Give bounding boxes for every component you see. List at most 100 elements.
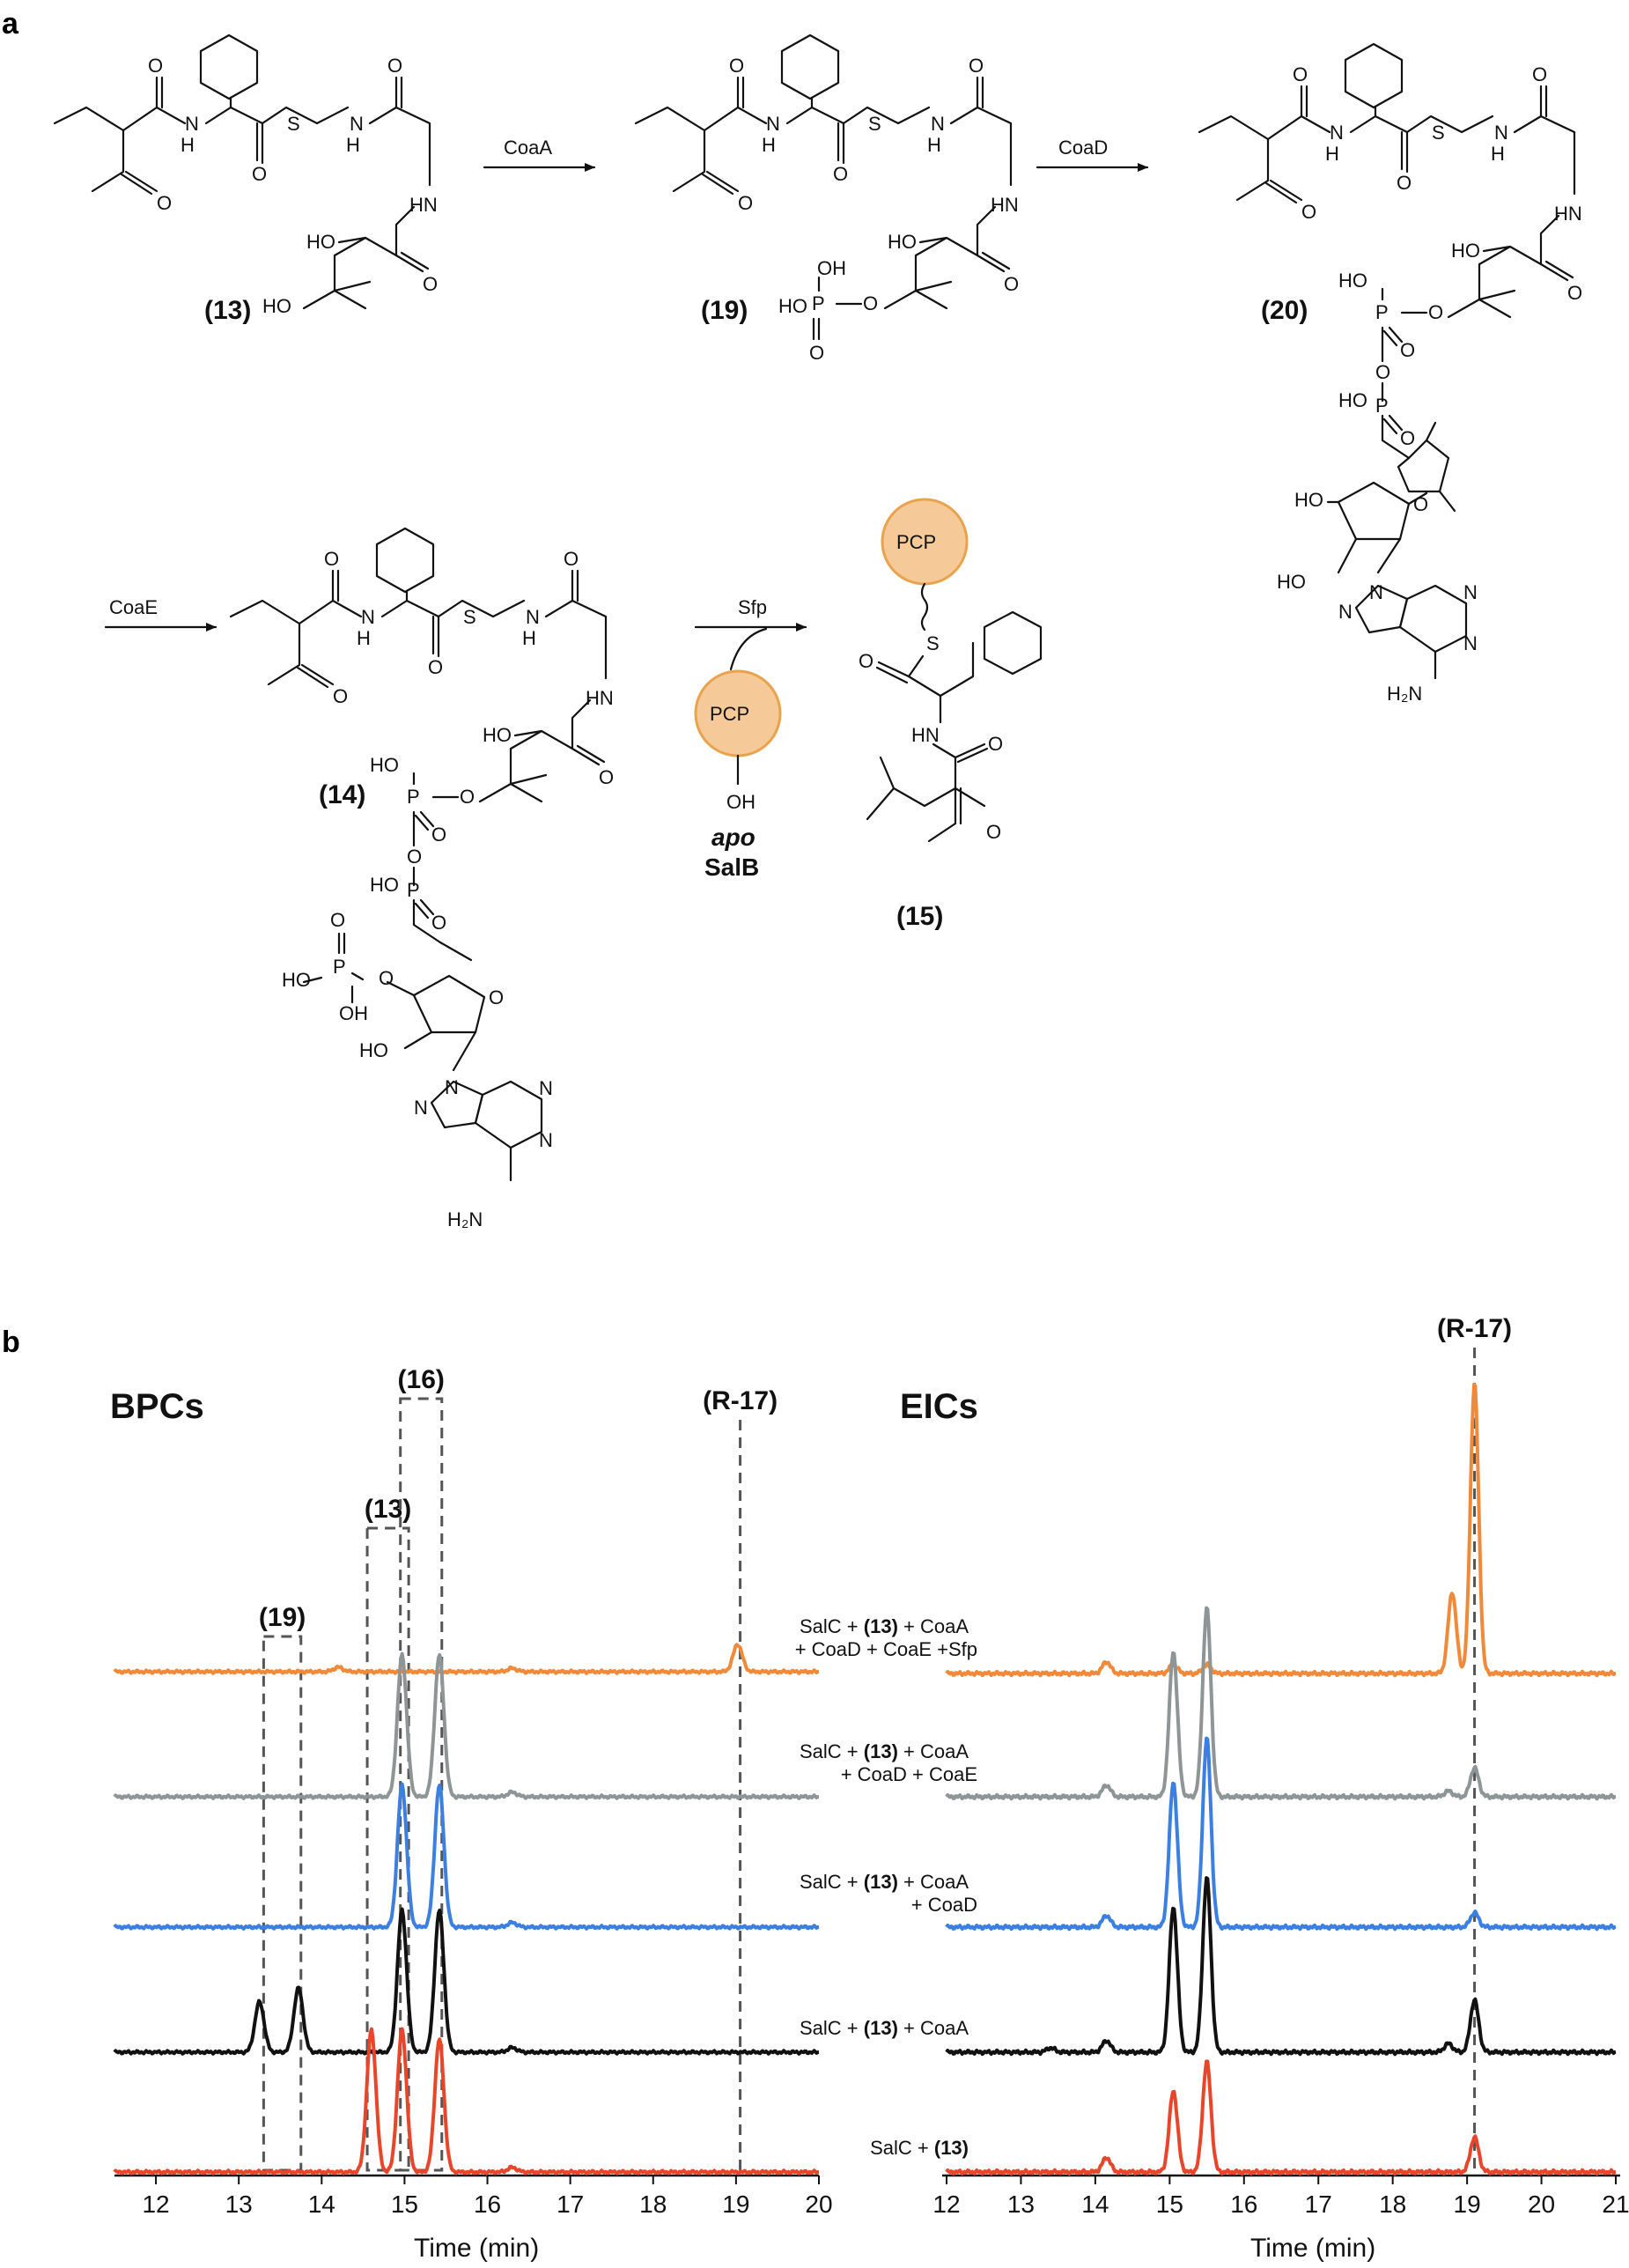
atom-h: H	[522, 627, 536, 649]
pcp-label: PCP	[710, 703, 749, 725]
atom-n: N	[414, 1097, 428, 1119]
atom-n: N	[766, 113, 780, 135]
atom-s: S	[287, 113, 300, 135]
x-tick-label: 13	[1007, 2190, 1035, 2218]
enzyme-coad: CoaD	[1058, 137, 1108, 159]
x-tick-label: 15	[391, 2190, 418, 2218]
atom-n: N	[445, 1076, 459, 1098]
compound-20: (20)	[1261, 296, 1308, 325]
structure-13: O O N H O S N H O HN O HO HO	[53, 33, 438, 317]
eic-trace-4	[945, 1876, 1617, 2057]
atom-ho: HO	[370, 754, 399, 776]
x-tick-label: 20	[805, 2190, 832, 2218]
structure-14: O P HO O O P HO O O O N H O S N H O HN O…	[229, 527, 614, 944]
atom-hn: HN	[991, 194, 1019, 216]
trace-label: SalC + (13) + CoaA	[800, 1740, 969, 1762]
atom-o: O	[431, 824, 446, 846]
atom-n: N	[1338, 601, 1353, 623]
eic-x-label: Time (min)	[1250, 2234, 1375, 2263]
atom-s: S	[926, 632, 940, 654]
atom-o: O	[729, 55, 744, 77]
structure-20: O P HO O O P HO O O O N H O S N H O HN O…	[1198, 42, 1582, 513]
enzyme-coaa: CoaA	[504, 137, 552, 159]
atom-o: O	[1428, 301, 1443, 323]
x-tick-label: 15	[1156, 2190, 1183, 2218]
atom-n: N	[361, 606, 375, 628]
atom-p: P	[812, 292, 825, 314]
curved-arrow	[729, 627, 768, 671]
atom-n: N	[539, 1129, 553, 1151]
atom-o: O	[333, 685, 348, 707]
atom-p: P	[333, 956, 346, 978]
compound-13: (13)	[204, 296, 251, 325]
trace-label-line2: + CoaD	[911, 1894, 977, 1916]
atom-p: P	[1375, 395, 1389, 417]
pcp-label: PCP	[896, 531, 936, 553]
bpc-traces	[113, 1643, 820, 2176]
atom-o: O	[738, 192, 753, 214]
atom-n: N	[931, 113, 945, 135]
atom-ho: HO	[1338, 389, 1367, 411]
atom-h: H	[1325, 143, 1339, 165]
atom-h: H	[346, 134, 360, 156]
atom-h: H	[181, 134, 195, 156]
atom-hn: HN	[1554, 203, 1582, 225]
atom-o: O	[157, 192, 172, 214]
atom-ho: HO	[1451, 240, 1480, 262]
atom-o: O	[564, 548, 579, 570]
peak-label: (16)	[398, 1365, 445, 1394]
bpc-trace-5	[113, 2027, 820, 2176]
atom-o: O	[986, 821, 1001, 843]
atom-n: N	[1463, 632, 1478, 654]
peak-label: (13)	[365, 1495, 411, 1524]
atom-n: N	[1463, 581, 1478, 603]
compound-15: (15)	[896, 902, 943, 931]
atom-o: O	[988, 733, 1003, 755]
peak-label: (R-17)	[1437, 1314, 1512, 1343]
atom-n: N	[350, 113, 364, 135]
trace-label: SalC + (13) + CoaA	[800, 2017, 969, 2039]
x-tick-label: 19	[722, 2190, 749, 2218]
trace-label: SalC + (13) + CoaA	[800, 1871, 969, 1893]
atom-o: O	[423, 273, 438, 295]
atom-o: O	[969, 55, 984, 77]
apo-label: apo	[711, 824, 756, 851]
bpc-trace-1	[113, 1643, 820, 1675]
adenosine-20: O HO HO N N N N H₂N	[1277, 481, 1478, 705]
x-tick-label: 17	[557, 2190, 584, 2218]
atom-o: O	[1413, 493, 1428, 515]
atom-s: S	[1432, 122, 1445, 144]
eic-trace-1	[945, 1382, 1617, 1678]
enzyme-sfp: Sfp	[738, 596, 767, 618]
atom-h2n: H₂N	[1387, 683, 1422, 705]
atom-n: N	[185, 113, 199, 135]
x-tick-label: 20	[1528, 2190, 1555, 2218]
x-tick-label: 19	[1454, 2190, 1481, 2218]
eic-traces	[945, 1382, 1617, 2176]
bpc-x-label: Time (min)	[414, 2234, 539, 2263]
atom-n: N	[539, 1077, 553, 1099]
atom-ho: HO	[359, 1039, 388, 1061]
atom-ho: HO	[1277, 571, 1306, 593]
atom-o: O	[379, 967, 394, 989]
x-tick-label: 17	[1305, 2190, 1332, 2218]
atom-o: O	[431, 912, 446, 934]
atom-o: O	[1004, 273, 1019, 295]
trace-label-line2: + CoaD + CoaE +Sfp	[795, 1638, 977, 1660]
atom-o: O	[324, 548, 339, 570]
x-tick-label: 14	[1081, 2190, 1109, 2218]
atom-o: O	[859, 650, 873, 672]
atom-o: O	[1301, 201, 1316, 223]
atom-p: P	[407, 786, 420, 808]
panel-letter-b: b	[2, 1326, 20, 1359]
atom-n: N	[526, 606, 540, 628]
atom-h: H	[1491, 143, 1505, 165]
atom-n: N	[1330, 122, 1344, 144]
atom-h: H	[357, 627, 371, 649]
eic-peak-markers: (R-17)	[1437, 1314, 1512, 2170]
atom-o: O	[1567, 282, 1582, 304]
atom-o: O	[460, 786, 475, 808]
panel-letter-a: a	[2, 7, 19, 41]
atom-oh: OH	[817, 257, 846, 279]
